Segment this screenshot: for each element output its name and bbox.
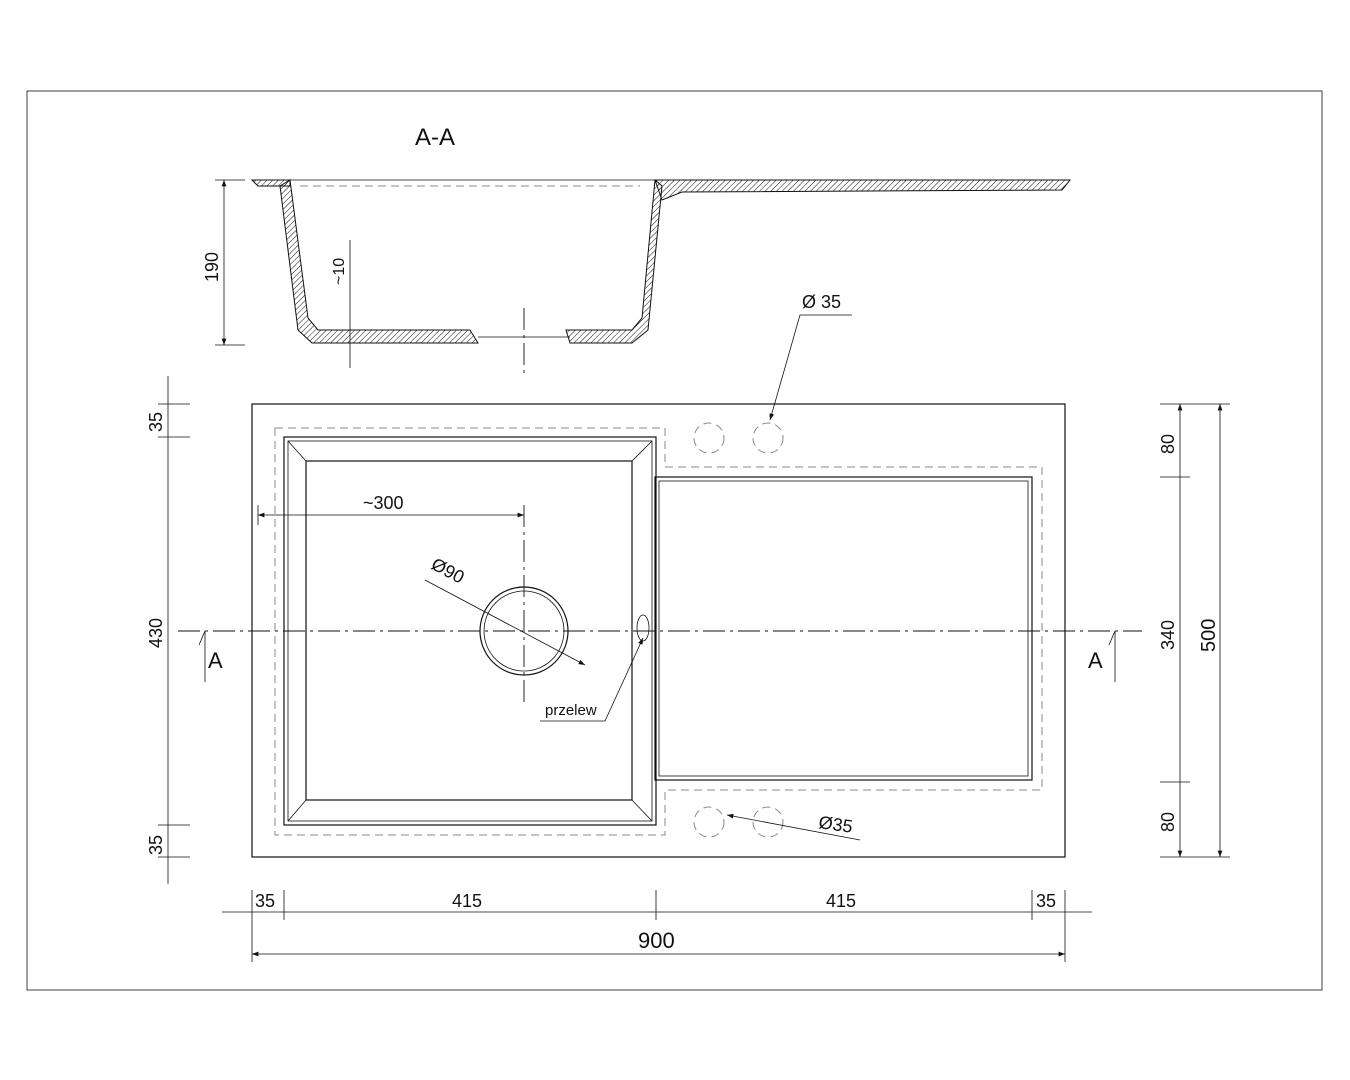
dimension-label: 900 [638,928,675,953]
drawing-frame [26,90,1323,991]
section-mark-left: A [208,648,223,673]
tap-hole [752,806,784,838]
section-view: A-A 190 ~10 [202,124,1072,375]
dimension-label: 415 [452,891,482,911]
sink-outline [251,403,1066,858]
bowl-floor [305,460,633,801]
tap-hole [693,422,725,454]
dimension-label: 80 [1158,812,1178,832]
bowl-wall-section [279,179,479,344]
bottom-dimensions: 35 415 415 35 900 [222,890,1092,962]
tap-hole-bottom-label: Ø35 [817,812,853,837]
depth-dimension: 190 [202,252,222,282]
dimension-label: 80 [1158,434,1178,454]
left-dimensions: 35 430 35 [146,376,190,884]
dimension-label: 340 [1158,620,1178,650]
dimension-label: 35 [1036,891,1056,911]
dimension-label: 35 [146,835,166,855]
tap-hole [693,806,725,838]
tap-hole-top-label: Ø 35 [802,292,841,312]
drainboard [654,476,1033,781]
bowl-bottom-right [565,178,663,344]
drain-label: Ø90 [428,554,467,588]
cutout-outline [274,427,1043,836]
drain-offset-label: ~300 [363,493,404,513]
dimension-label: 500 [1198,619,1220,652]
section-mark-right: A [1088,648,1103,673]
bottom-thickness-dimension: ~10 [331,258,348,285]
tap-hole [752,422,784,454]
drainboard-section [654,179,1072,201]
overflow-hole [636,614,650,642]
dimension-label: 430 [146,618,166,648]
dimension-label: 35 [255,891,275,911]
section-title: A-A [415,124,455,151]
top-view: Ø90 ~300 przelew Ø 35 Ø35 A A [178,292,1142,858]
right-dimensions: 80 340 80 500 [1158,403,1230,858]
dimension-label: 415 [826,891,856,911]
overflow-label: przelew [545,702,597,719]
dimension-label: 35 [146,412,166,432]
